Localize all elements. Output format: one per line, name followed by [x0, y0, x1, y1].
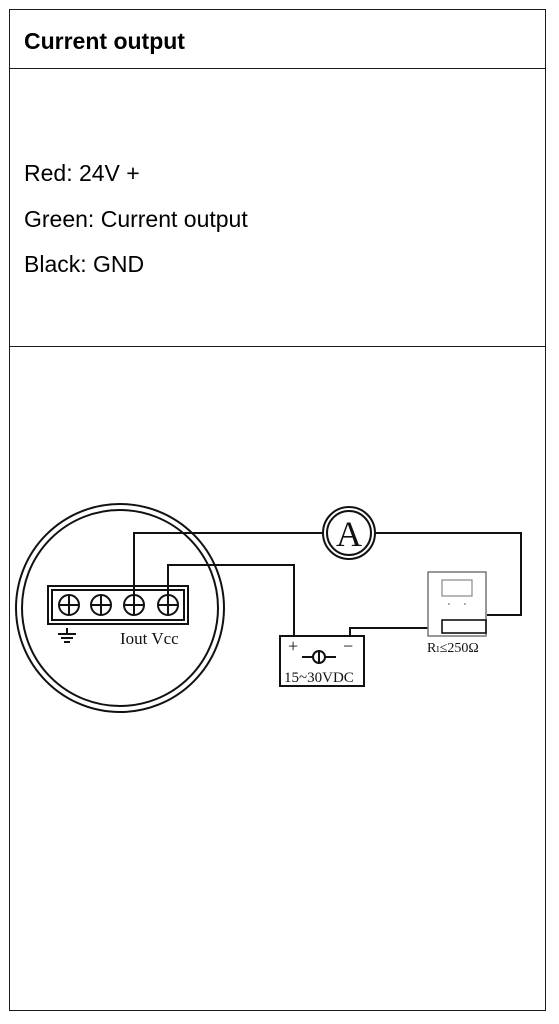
- terminal-labels: Iout Vcc: [120, 629, 179, 648]
- sensor-inner-ring: [21, 509, 219, 707]
- supply-voltage-label: 15~30VDC: [284, 670, 354, 686]
- load-dot-icon: [448, 603, 450, 605]
- load-dot-icon: [464, 603, 466, 605]
- supply-plus-label: +: [288, 636, 298, 656]
- wire-vcc-to-supply: [167, 564, 295, 636]
- load-display: [441, 579, 473, 597]
- load-resistor: [441, 619, 487, 634]
- ground-icon: [58, 628, 76, 643]
- wire-black-label: Black: GND: [24, 251, 145, 277]
- wire-supply-to-load: [349, 627, 428, 636]
- section-title: Current output: [24, 28, 185, 54]
- wire-green-label: Green: Current output: [24, 206, 248, 232]
- terminal-block: [47, 585, 189, 625]
- table-header-row: Current output: [10, 10, 545, 69]
- wiring-table: Current output Red: 24V + Green: Current…: [9, 9, 546, 1011]
- terminal-screw-vcc: [157, 594, 179, 616]
- wire-iout-to-ammeter: [133, 532, 322, 595]
- supply-minus-label: −: [343, 636, 353, 656]
- terminal-screw-1: [58, 594, 80, 616]
- ammeter-label: A: [336, 514, 362, 554]
- terminal-screw-iout: [123, 594, 145, 616]
- load-resistance-label: Rₗ≤250Ω: [427, 641, 479, 656]
- wire-ammeter-to-load: [376, 532, 522, 616]
- terminal-screw-2: [90, 594, 112, 616]
- supply-symbol-icon: [302, 650, 336, 664]
- ammeter: [322, 506, 376, 560]
- ammeter-inner: [326, 510, 372, 556]
- sensor-outer-ring: [15, 503, 225, 713]
- power-supply: [279, 635, 365, 687]
- wire-color-row: Red: 24V + Green: Current output Black: …: [10, 69, 545, 347]
- wire-red-label: Red: 24V +: [24, 160, 140, 186]
- load-device: [427, 571, 487, 637]
- terminal-block-inner: [51, 589, 185, 621]
